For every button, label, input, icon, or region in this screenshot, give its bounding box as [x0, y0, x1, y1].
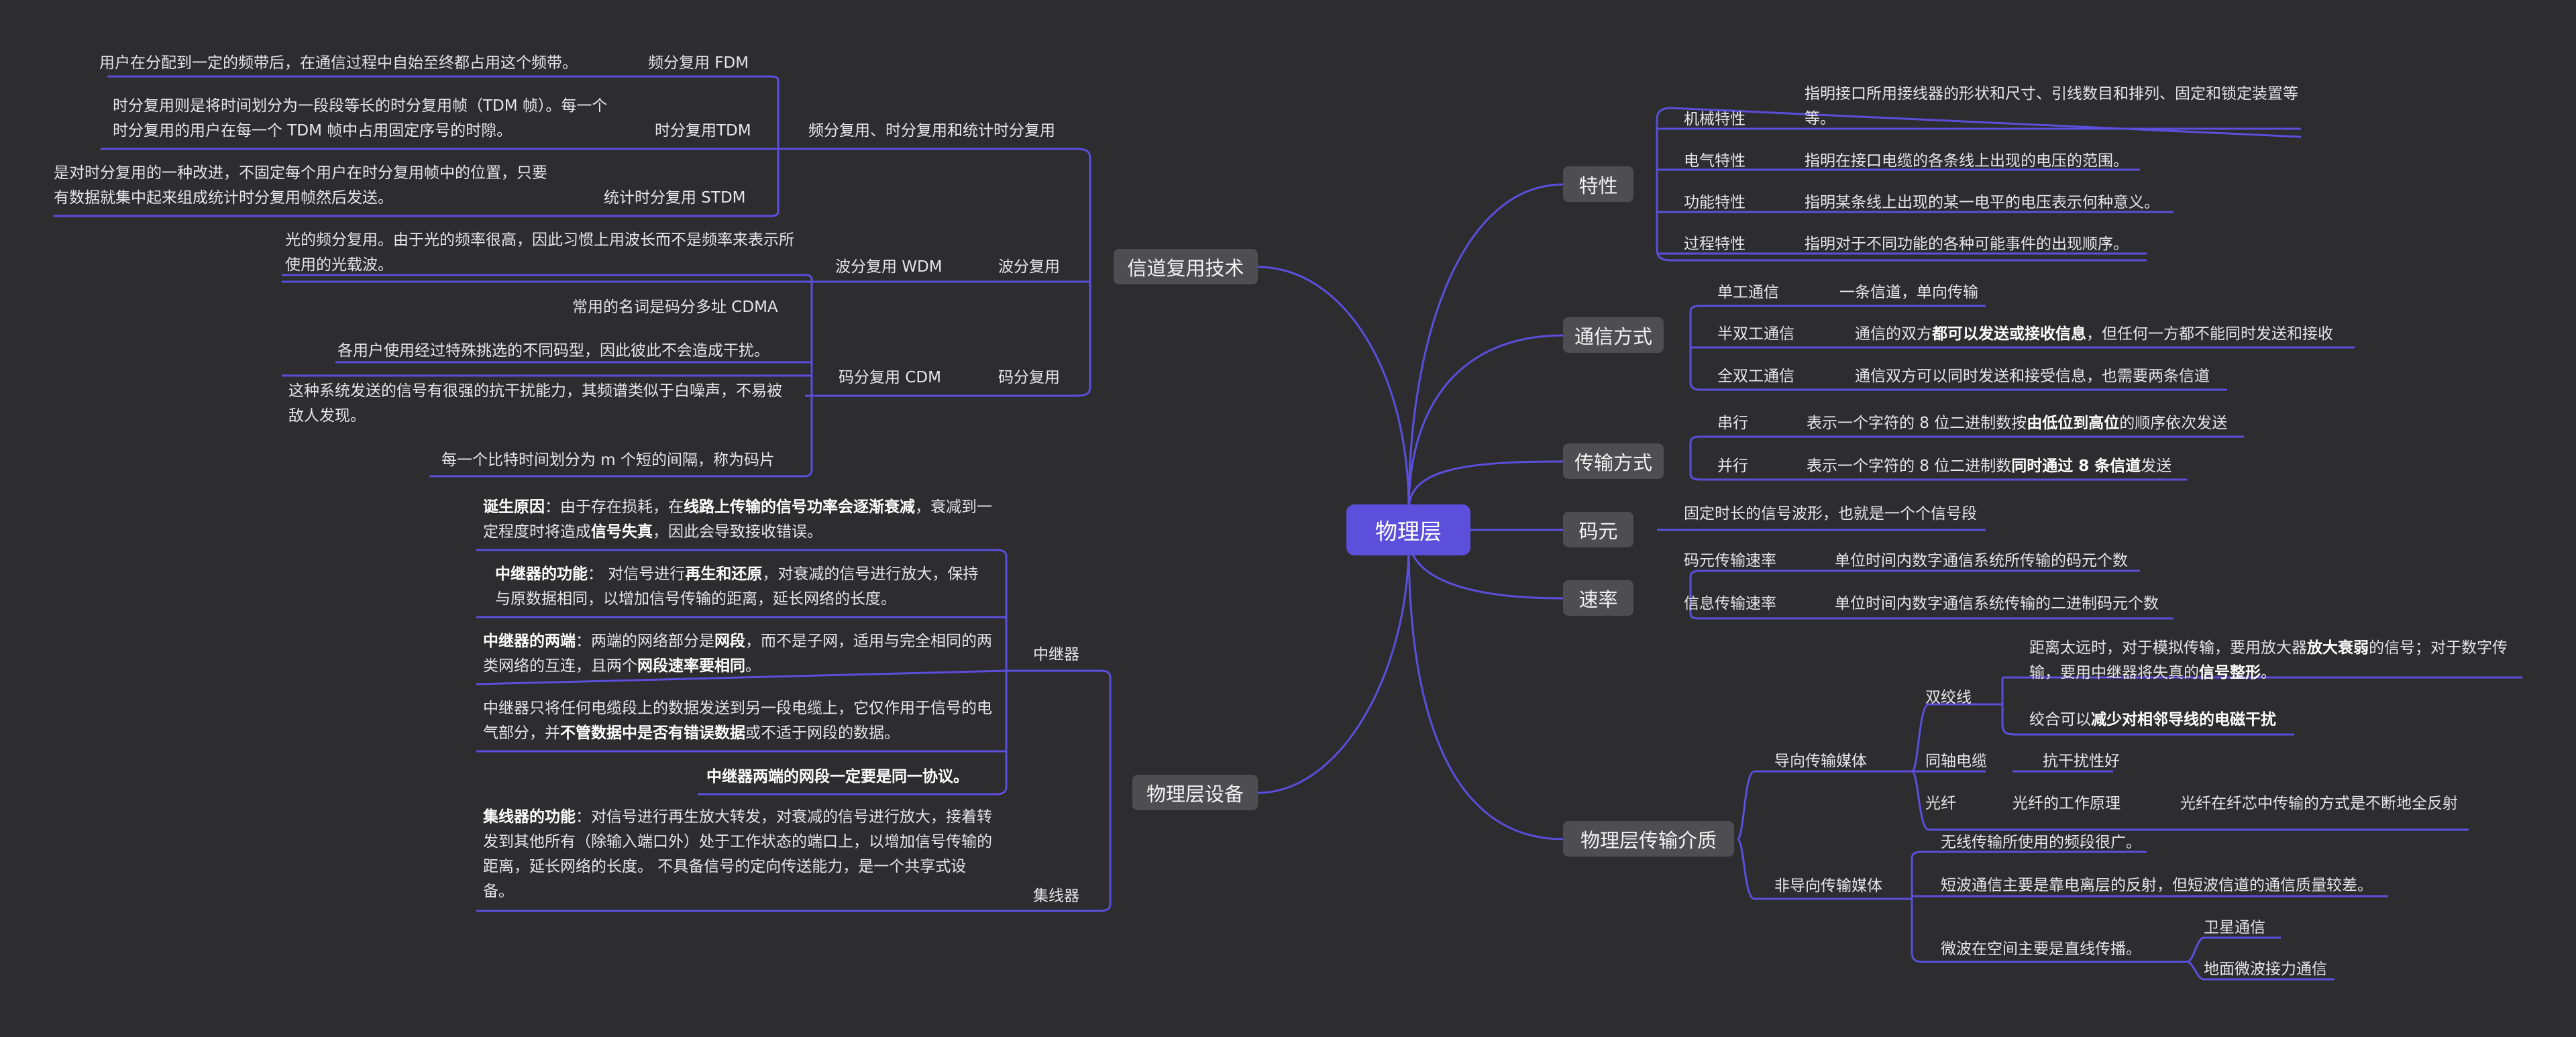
rate-label[interactable]: 信息传输速率: [1684, 595, 1776, 612]
topic-characteristics[interactable]: 特性: [1563, 166, 1633, 202]
hub-label[interactable]: 集线器: [1033, 887, 1079, 905]
repeater-function: 中继器的功能： 对信号进行再生和还原，对衰减的信号进行放大，保持与原数据相同，以…: [495, 565, 979, 608]
comm-mode-label[interactable]: 全双工通信: [1717, 368, 1794, 385]
hub-desc: 集线器的功能：对信号进行再生放大转发，对衰减的信号进行放大，接着转发到其他所有（…: [483, 808, 992, 900]
characteristic-desc: 指明对于不同功能的各种可能事件的出现顺序。: [1805, 235, 2129, 253]
fiber-principle[interactable]: 光纤的工作原理: [2012, 795, 2121, 812]
coax-desc: 抗干扰性好: [2043, 753, 2120, 770]
repeater-origin: 诞生原因：由于存在损耗，在线路上传输的信号功率会逐渐衰减，衰减到一定程度时将造成…: [483, 498, 992, 541]
topic-devices[interactable]: 物理层设备: [1132, 775, 1258, 810]
characteristic-desc: 指明某条线上出现的某一电平的电压表示何种意义。: [1805, 194, 2159, 211]
characteristic-label[interactable]: 过程特性: [1684, 235, 1746, 253]
cdm-item: 每一个比特时间划分为 m 个短的间隔，称为码片: [441, 451, 775, 469]
unguided-item: 微波在空间主要是直线传播。: [1941, 940, 2141, 958]
fdm-label[interactable]: 频分复用 FDM: [648, 54, 749, 72]
rate-desc: 单位时间内数字通信系统传输的二进制码元个数: [1835, 595, 2159, 612]
fdm-desc: 用户在分配到一定的频带后，在通信过程中自始至终都占用这个频带。: [99, 54, 578, 72]
transmission-desc: 表示一个字符的 8 位二进制数同时通过 8 条信道发送: [1807, 457, 2172, 475]
coax-label[interactable]: 同轴电缆: [1925, 753, 1987, 770]
topic-comm-modes[interactable]: 通信方式: [1563, 317, 1664, 353]
wdm-desc: 光的频分复用。由于光的频率很高，因此习惯上用波长而不是频率来表示所使用的光载波。: [285, 231, 794, 274]
cdm-group-label[interactable]: 码分复用: [998, 369, 1060, 386]
cdm-label[interactable]: 码分复用 CDM: [839, 369, 941, 386]
unguided-item: 短波通信主要是靠电离层的反射，但短波信道的通信质量较差。: [1941, 877, 2373, 894]
microwave-item: 地面微波接力通信: [2204, 961, 2327, 978]
topic-media[interactable]: 物理层传输介质: [1563, 821, 1734, 857]
comm-mode-desc: 通信的双方都可以发送或接收信息，但任何一方都不能同时发送和接收: [1855, 325, 2333, 343]
microwave-item: 卫星通信: [2204, 919, 2265, 936]
fiber-label[interactable]: 光纤: [1925, 795, 1956, 812]
tdm-desc: 时分复用则是将时间划分为一段段等长的时分复用帧（TDM 帧）。每一个时分复用的用…: [113, 97, 608, 140]
characteristic-label[interactable]: 机械特性: [1684, 111, 1746, 128]
twisted-pair-label[interactable]: 双绞线: [1925, 689, 1972, 706]
transmission-desc: 表示一个字符的 8 位二进制数按由低位到高位的顺序依次发送: [1807, 415, 2228, 432]
cdm-item: 常用的名词是码分多址 CDMA: [572, 298, 778, 316]
unguided-item: 无线传输所使用的频段很广。: [1941, 834, 2141, 851]
repeater-ends: 中继器的两端：两端的网络部分是网段，而不是子网，适用与完全相同的两类网络的互连，…: [483, 633, 992, 675]
characteristic-label[interactable]: 电气特性: [1684, 152, 1746, 170]
unguided-media-label[interactable]: 非导向传输媒体: [1774, 877, 1882, 895]
topic-multiplex[interactable]: 信道复用技术: [1114, 249, 1258, 284]
characteristic-desc: 指明接口所用接线器的形状和尺寸、引线数目和排列、固定和锁定装置等等。: [1805, 85, 2298, 127]
topic-transmission[interactable]: 传输方式: [1563, 443, 1664, 479]
stdm-label[interactable]: 统计时分复用 STDM: [604, 189, 746, 207]
rate-label[interactable]: 码元传输速率: [1684, 552, 1776, 569]
repeater-note: 中继器只将任何电缆段上的数据发送到另一段电缆上，它仅作用于信号的电气部分，并不管…: [483, 700, 992, 742]
topic-rate[interactable]: 速率: [1563, 580, 1633, 616]
topic-symbol[interactable]: 码元: [1563, 512, 1633, 547]
rate-desc: 单位时间内数字通信系统所传输的码元个数: [1835, 552, 2128, 569]
wdm-group-label[interactable]: 波分复用: [998, 258, 1060, 276]
root-node[interactable]: 物理层: [1346, 504, 1470, 555]
stdm-desc: 是对时分复用的一种改进，不固定每个用户在时分复用帧中的位置，只要有数据就集中起来…: [54, 164, 547, 207]
characteristic-label[interactable]: 功能特性: [1684, 194, 1746, 211]
transmission-label[interactable]: 并行: [1717, 457, 1748, 475]
characteristic-desc: 指明在接口电缆的各条线上出现的电压的范围。: [1805, 152, 2129, 170]
fiber-desc: 光纤在纤芯中传输的方式是不断地全反射: [2180, 795, 2458, 812]
transmission-label[interactable]: 串行: [1717, 415, 1748, 432]
guided-media-label[interactable]: 导向传输媒体: [1774, 753, 1867, 770]
tdm-label[interactable]: 时分复用TDM: [655, 122, 751, 140]
cdm-item: 各用户使用经过特殊挑选的不同码型，因此彼此不会造成干扰。: [337, 342, 769, 360]
comm-mode-label[interactable]: 半双工通信: [1717, 325, 1794, 343]
comm-mode-desc: 通信双方可以同时发送和接受信息，也需要两条信道: [1855, 368, 2210, 385]
comm-mode-label[interactable]: 单工通信: [1717, 284, 1779, 301]
fts-label[interactable]: 频分复用、时分复用和统计时分复用: [808, 122, 1055, 140]
twisted-pair-note: 绞合可以减少对相邻导线的电磁干扰: [2029, 711, 2276, 728]
repeater-protocol: 中继器两端的网段一定要是同一协议。: [706, 768, 969, 785]
comm-mode-desc: 一条信道，单向传输: [1839, 284, 1978, 301]
repeater-label[interactable]: 中继器: [1033, 646, 1079, 663]
wdm-label[interactable]: 波分复用 WDM: [835, 258, 943, 276]
symbol-desc: 固定时长的信号波形，也就是一个个信号段: [1684, 505, 1977, 523]
twisted-pair-note: 距离太远时，对于模拟传输，要用放大器放大衰弱的信号；对于数字传输，要用中继器将失…: [2029, 639, 2508, 681]
cdm-item: 这种系统发送的信号有很强的抗干扰能力，其频谱类似于白噪声，不易被敌人发现。: [288, 382, 782, 425]
